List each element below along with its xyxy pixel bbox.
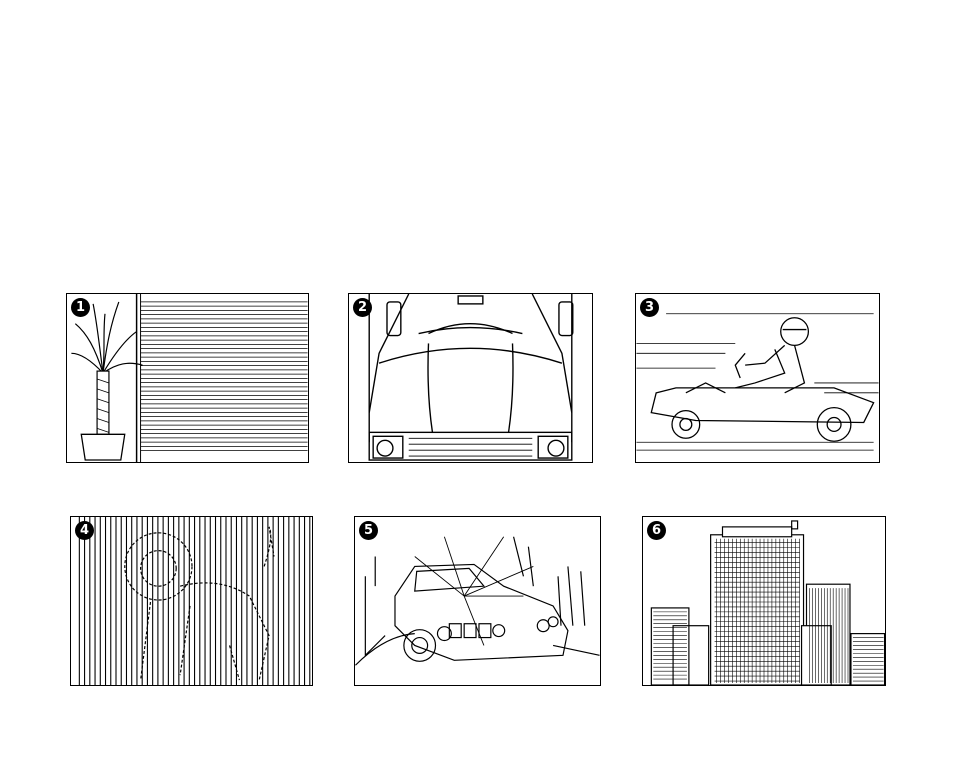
potted-palm-with-blinds-icon <box>67 294 308 462</box>
panel-number-badge: 3 <box>640 298 659 317</box>
illustration-panel-5: 5 <box>354 516 601 686</box>
illustration-panel-2: 2 <box>348 293 593 463</box>
illustration-panel-1: 1 <box>66 293 309 463</box>
illustration-panel-4: 4 <box>70 516 313 686</box>
panel-number-badge: 6 <box>647 521 666 540</box>
lion-behind-bars-icon <box>71 517 312 685</box>
go-kart-racer-icon <box>636 294 879 462</box>
illustration-panel-3: 3 <box>635 293 880 463</box>
panel-number-badge: 1 <box>71 298 90 317</box>
car-front-view-icon <box>349 294 592 462</box>
city-skyscrapers-icon <box>643 517 885 685</box>
panel-number-badge: 2 <box>353 298 372 317</box>
panel-number-badge: 4 <box>75 521 94 540</box>
panel-number-badge: 5 <box>359 521 378 540</box>
illustration-panel-6: 6 <box>642 516 886 686</box>
car-with-headlight-glare-icon <box>355 517 600 685</box>
